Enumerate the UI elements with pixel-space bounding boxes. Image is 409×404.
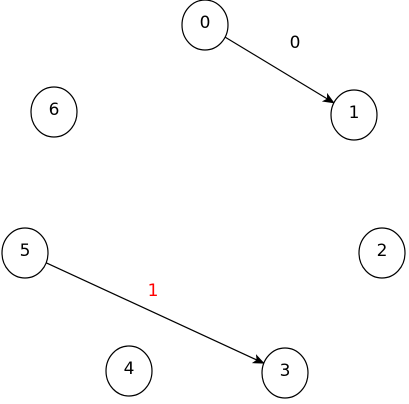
node-3: 3 bbox=[261, 347, 309, 399]
node-label-2: 2 bbox=[377, 241, 388, 261]
node-circle-2 bbox=[358, 227, 406, 279]
edge-5-to-3 bbox=[45, 262, 265, 364]
edge-0-to-1 bbox=[224, 36, 335, 104]
node-label-3: 3 bbox=[280, 361, 291, 381]
node-circle-1 bbox=[330, 89, 378, 141]
edge-label-0-to-1: 0 bbox=[290, 33, 301, 53]
node-2: 2 bbox=[358, 227, 406, 279]
node-circle-3 bbox=[261, 347, 309, 399]
node-5: 5 bbox=[1, 227, 49, 279]
node-label-4: 4 bbox=[124, 359, 135, 379]
node-circle-0 bbox=[181, 0, 229, 51]
node-label-6: 6 bbox=[49, 100, 60, 120]
node-label-5: 5 bbox=[20, 241, 31, 261]
edge-label-5-to-3: 1 bbox=[148, 281, 159, 301]
node-label-1: 1 bbox=[349, 103, 360, 123]
node-6: 6 bbox=[30, 86, 78, 138]
node-0: 0 bbox=[181, 0, 229, 51]
node-circle-5 bbox=[1, 227, 49, 279]
node-1: 1 bbox=[330, 89, 378, 141]
node-circle-4 bbox=[105, 345, 153, 397]
node-4: 4 bbox=[105, 345, 153, 397]
node-label-0: 0 bbox=[200, 13, 211, 33]
edges-layer: 01 bbox=[45, 33, 335, 364]
node-circle-6 bbox=[30, 86, 78, 138]
